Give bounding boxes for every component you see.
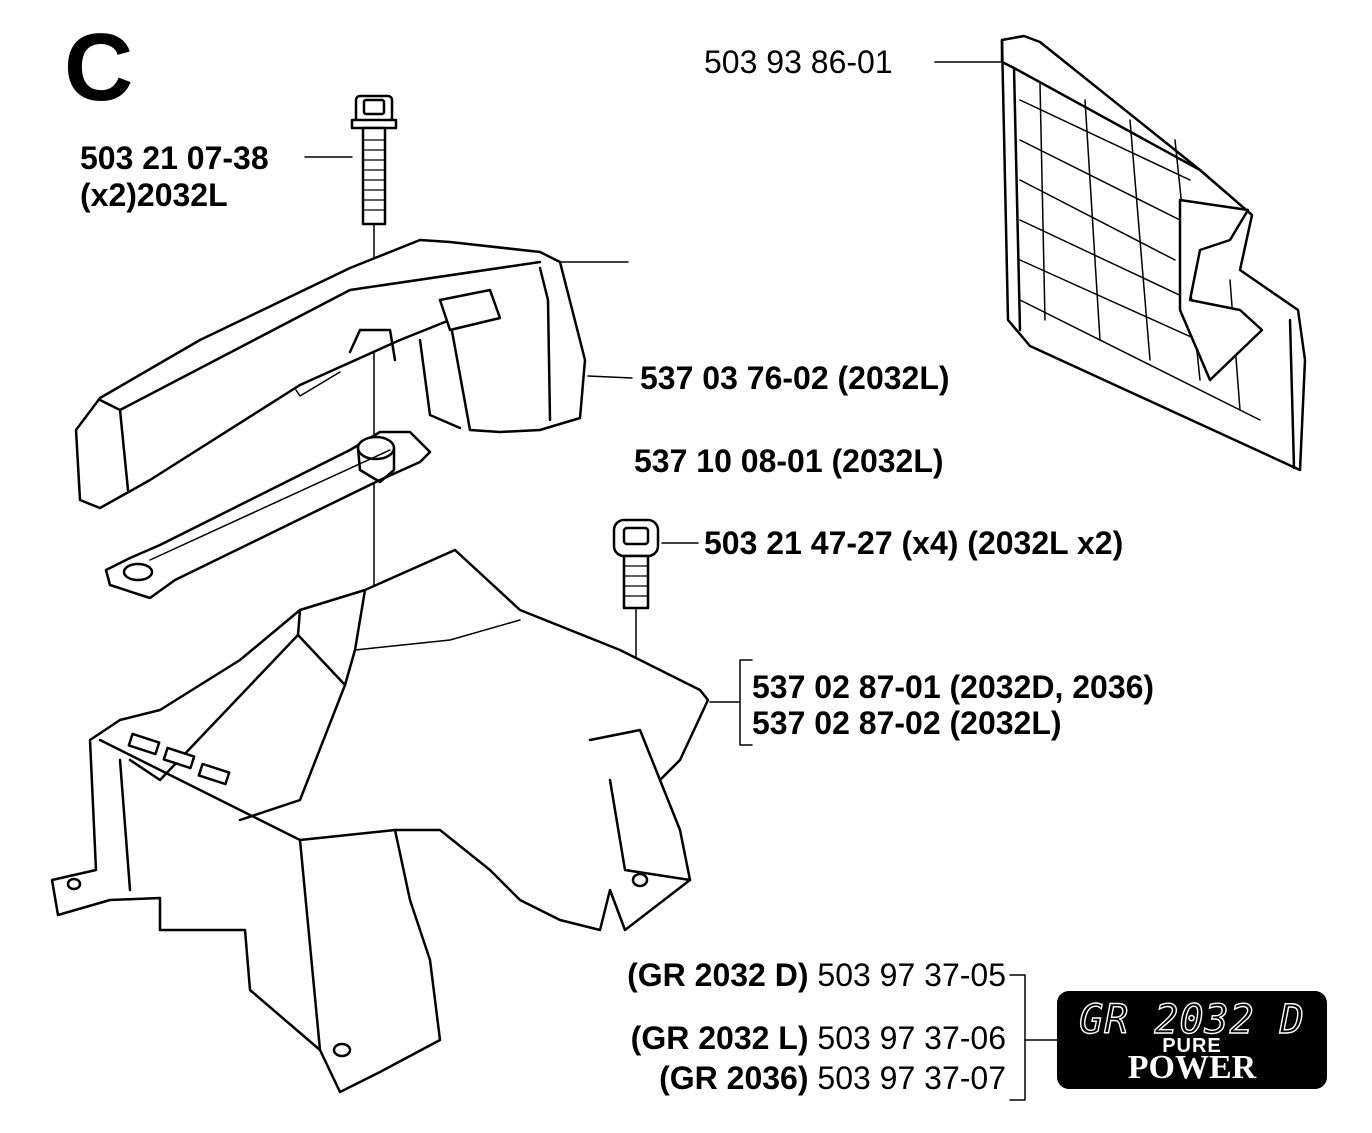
decal-badge: GR 2032 D PURE POWER bbox=[1057, 991, 1327, 1089]
handle-cover-drawing bbox=[74, 238, 587, 510]
callout-top-screw-number: 503 21 07-38 bbox=[80, 140, 269, 176]
decal-badge-line1: PURE bbox=[1162, 1035, 1222, 1057]
decal-badge-model: GR 2032 D bbox=[1078, 996, 1305, 1043]
callout-bracket: 537 10 08-01 (2032L) bbox=[634, 443, 944, 479]
callout-grille: 503 93 86-01 bbox=[704, 44, 893, 80]
callout-side-screw: 503 21 47-27 (x4) (2032L x2) bbox=[704, 525, 1124, 561]
decal-badge-line2: POWER bbox=[1127, 1049, 1257, 1086]
grille-drawing bbox=[1000, 34, 1307, 472]
callout-main-cover-l: 537 02 87-02 (2032L) bbox=[752, 705, 1062, 741]
decal-row: (GR 2032 L) 503 97 37-06 bbox=[631, 1020, 1006, 1056]
bracket-drawing bbox=[104, 430, 432, 600]
decal-model: (GR 2032 L) bbox=[630, 1020, 809, 1056]
section-letter: C bbox=[64, 14, 134, 121]
decal-part: 503 97 37-06 bbox=[817, 1020, 1006, 1056]
callout-top-screw-note: (x2)2032L bbox=[80, 177, 228, 213]
top-screw-drawing bbox=[350, 94, 398, 226]
decal-row: (GR 2032 D) 503 97 37-05 bbox=[627, 957, 1006, 993]
main-cover-drawing bbox=[50, 548, 710, 1094]
decal-part: 503 97 37-07 bbox=[817, 1060, 1006, 1096]
callout-main-cover-d: 537 02 87-01 (2032D, 2036) bbox=[752, 669, 1155, 705]
side-screw-drawing bbox=[612, 518, 660, 610]
decal-model: (GR 2036) bbox=[659, 1060, 809, 1096]
decal-part: 503 97 37-05 bbox=[817, 957, 1006, 993]
decal-model: (GR 2032 D) bbox=[627, 957, 809, 993]
callout-handle-cover: 537 03 76-02 (2032L) bbox=[640, 360, 950, 396]
decal-row: (GR 2036) 503 97 37-07 bbox=[659, 1060, 1006, 1096]
